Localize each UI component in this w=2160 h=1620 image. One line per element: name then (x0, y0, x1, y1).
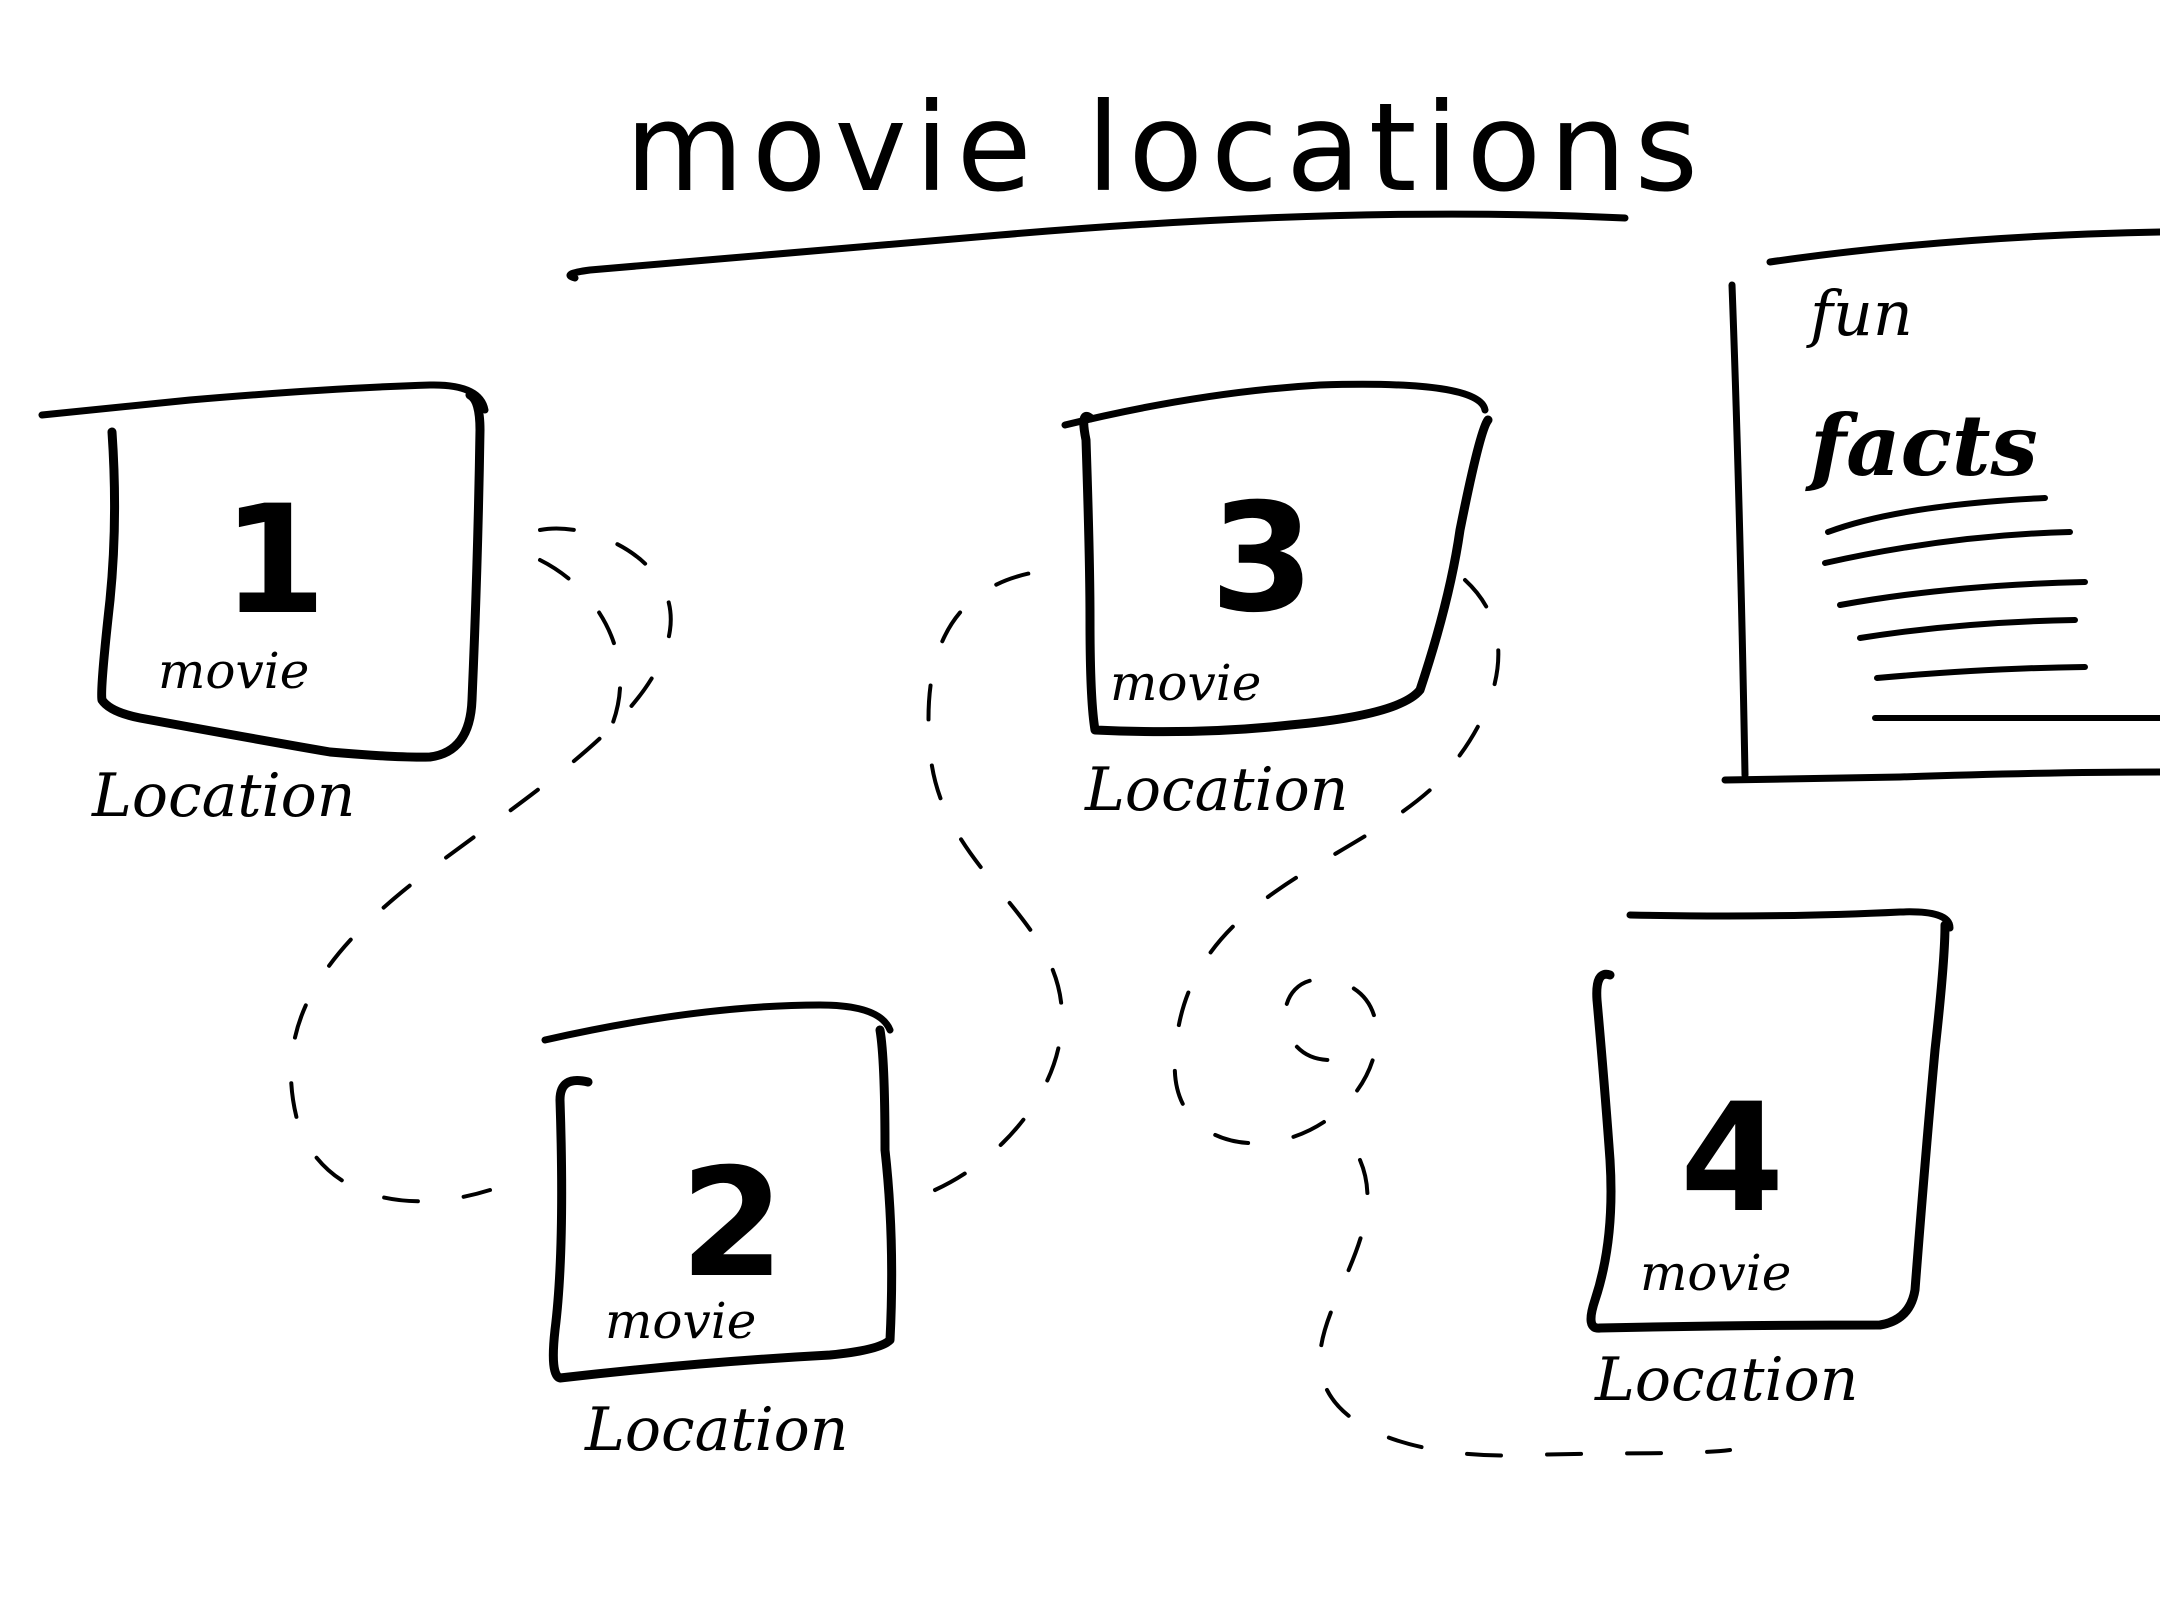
location-card-4[interactable]: 4 movie Location (1586, 908, 1954, 1415)
dashed-route (289, 526, 673, 1204)
fun-facts-text-line-4 (1857, 617, 2078, 641)
fun-facts-text-line-3 (1837, 579, 2088, 608)
card-3-location-label: Location (1084, 755, 1348, 825)
title-underline (566, 210, 1629, 282)
fun-facts-heading-line-2: facts (1805, 396, 2038, 495)
card-2-number: 2 (680, 1137, 784, 1311)
location-card-1[interactable]: 1 movie Location (38, 381, 489, 831)
card-4-movie-label: movie (1640, 1244, 1791, 1302)
card-2-movie-label: movie (605, 1292, 756, 1350)
fun-facts-text-line-1 (1825, 495, 2048, 535)
page-title: movie locations (625, 77, 1706, 219)
card-1-frame (97, 390, 485, 762)
fun-facts-top-line (1766, 228, 2160, 266)
card-1-movie-label: movie (158, 642, 309, 700)
fun-facts-text-line-5 (1874, 664, 2088, 681)
card-3-frame (1079, 411, 1493, 737)
dashed-route-2 (538, 558, 623, 732)
fun-facts-heading-line-1: fun (1806, 277, 1913, 350)
card-2-location-label: Location (584, 1395, 848, 1465)
fun-facts-left-edge (1728, 281, 1749, 779)
dashed-route-5 (1318, 1158, 1732, 1458)
card-4-frame (1586, 920, 1950, 1333)
card-1-number: 1 (222, 474, 326, 648)
card-3-number: 3 (1210, 472, 1314, 646)
card-3-top-line (1061, 380, 1489, 429)
card-4-number: 4 (1680, 1072, 1784, 1246)
fun-facts-bottom-line (1721, 768, 2160, 784)
location-card-3[interactable]: 3 movie Location (1061, 380, 1493, 825)
fun-facts-panel[interactable]: fun facts (1721, 228, 2160, 784)
location-card-2[interactable]: 2 movie Location (541, 1001, 897, 1465)
dashed-route-3 (926, 568, 1064, 1192)
card-1-top-line (38, 381, 489, 419)
card-2-frame (548, 1025, 897, 1383)
card-4-top-line (1626, 908, 1954, 932)
card-4-location-label: Location (1594, 1345, 1858, 1415)
card-1-location-label: Location (91, 761, 355, 831)
card-2-top-line (541, 1001, 894, 1044)
fun-facts-text-line-2 (1822, 529, 2073, 566)
card-3-movie-label: movie (1110, 654, 1261, 712)
